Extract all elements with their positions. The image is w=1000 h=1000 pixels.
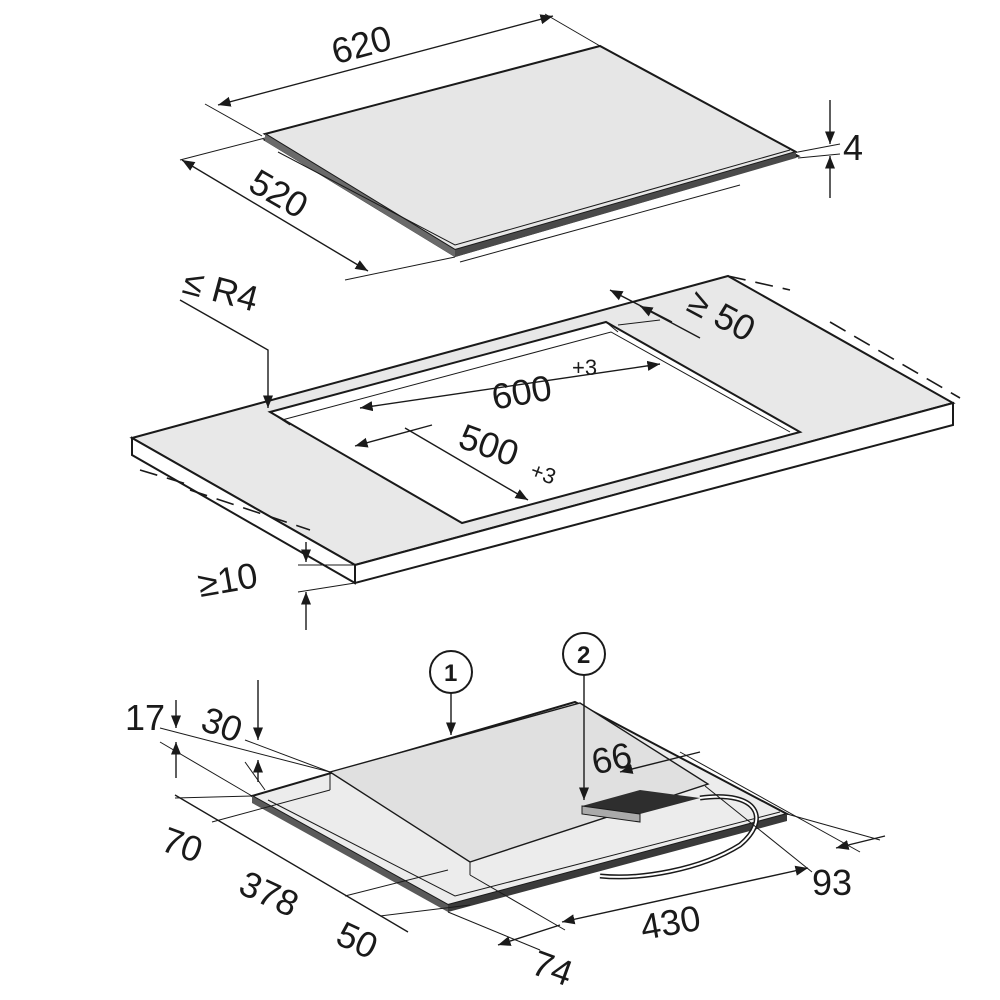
ext-4-top — [797, 143, 841, 153]
dim-label-4: 4 — [843, 127, 863, 168]
dim-ext-50 — [617, 319, 661, 326]
ext-430-left — [469, 874, 566, 931]
dim-label-66: 66 — [588, 734, 636, 782]
dim-line-600 — [359, 360, 661, 412]
hob-glass-edge — [455, 152, 796, 257]
ext-93 — [786, 813, 881, 841]
ext-70-b — [211, 789, 331, 823]
terminal-box-side — [581, 805, 641, 823]
ext-70-a — [174, 795, 253, 799]
dash-right-2 — [829, 321, 961, 399]
underside-front-edge — [448, 814, 787, 912]
dim-line-93 — [835, 835, 886, 850]
dim-label-93: 93 — [812, 862, 852, 903]
dim-tolerance-600: +3 — [572, 355, 597, 380]
ext-50 — [379, 904, 471, 917]
ext-17-bottom — [159, 741, 253, 797]
ext-10-bottom — [297, 582, 356, 593]
ext-430-right — [704, 785, 813, 873]
callout-2-label: 2 — [577, 642, 590, 669]
hob-frame-bottom — [459, 184, 741, 263]
dim-line-430 — [561, 865, 809, 925]
dash-left-2 — [189, 489, 311, 531]
dim-arrow-50-b — [639, 305, 701, 339]
ext-520-bottom — [344, 256, 456, 281]
dim-label-430: 430 — [637, 897, 703, 948]
dim-label-70: 70 — [156, 819, 208, 871]
callout-1-label: 1 — [444, 660, 457, 687]
underside-inner-line — [267, 799, 781, 897]
dim-label-520: 520 — [243, 161, 316, 227]
dim-label-17: 17 — [125, 697, 165, 738]
underside-left-edge — [252, 796, 448, 912]
dim-label-50-bottom: 50 — [331, 913, 385, 967]
worktop-cutout-view: ≤ R4 600 +3 500 +3 ≥ 50 ≥10 — [129, 260, 961, 630]
ext-520-top — [179, 137, 266, 161]
ext-30-bottom — [244, 761, 266, 791]
dash-left-1 — [139, 469, 191, 486]
cutout-corner-line — [605, 321, 619, 333]
ext-17-top — [159, 727, 331, 773]
ext-620-right — [544, 13, 601, 47]
ext-378 — [344, 869, 449, 897]
hob-top-view: 620 520 4 — [179, 13, 863, 281]
dash-right-1 — [727, 275, 791, 291]
cutout-corner-line-left — [269, 411, 291, 426]
hob-glass-plate — [262, 44, 799, 252]
dim-label-74: 74 — [527, 942, 579, 994]
ext-74 — [447, 911, 541, 951]
dim-chain-left — [174, 794, 409, 933]
dim-line-500-b — [404, 427, 529, 501]
dim-line-500-a — [354, 424, 433, 448]
underside-housing — [328, 702, 710, 863]
dim-line-620 — [217, 14, 554, 107]
ext-4-bottom — [797, 153, 841, 159]
dim-label-620: 620 — [327, 17, 396, 72]
leader-r4 — [179, 299, 274, 408]
dim-label-30: 30 — [196, 698, 248, 750]
cutout-opening — [267, 320, 803, 525]
ext-30-top — [244, 739, 331, 773]
dim-label-378: 378 — [233, 862, 305, 925]
dim-line-520 — [181, 159, 369, 272]
dim-label-r4: ≤ R4 — [179, 260, 263, 319]
terminal-box — [582, 790, 700, 814]
dim-line-74 — [497, 924, 561, 946]
ext-620-left — [204, 103, 263, 137]
dim-label-10: ≥10 — [195, 554, 261, 605]
ext-93-b — [679, 751, 861, 853]
hob-underside-view: 1 2 17 30 66 70 378 50 74 — [125, 632, 886, 994]
